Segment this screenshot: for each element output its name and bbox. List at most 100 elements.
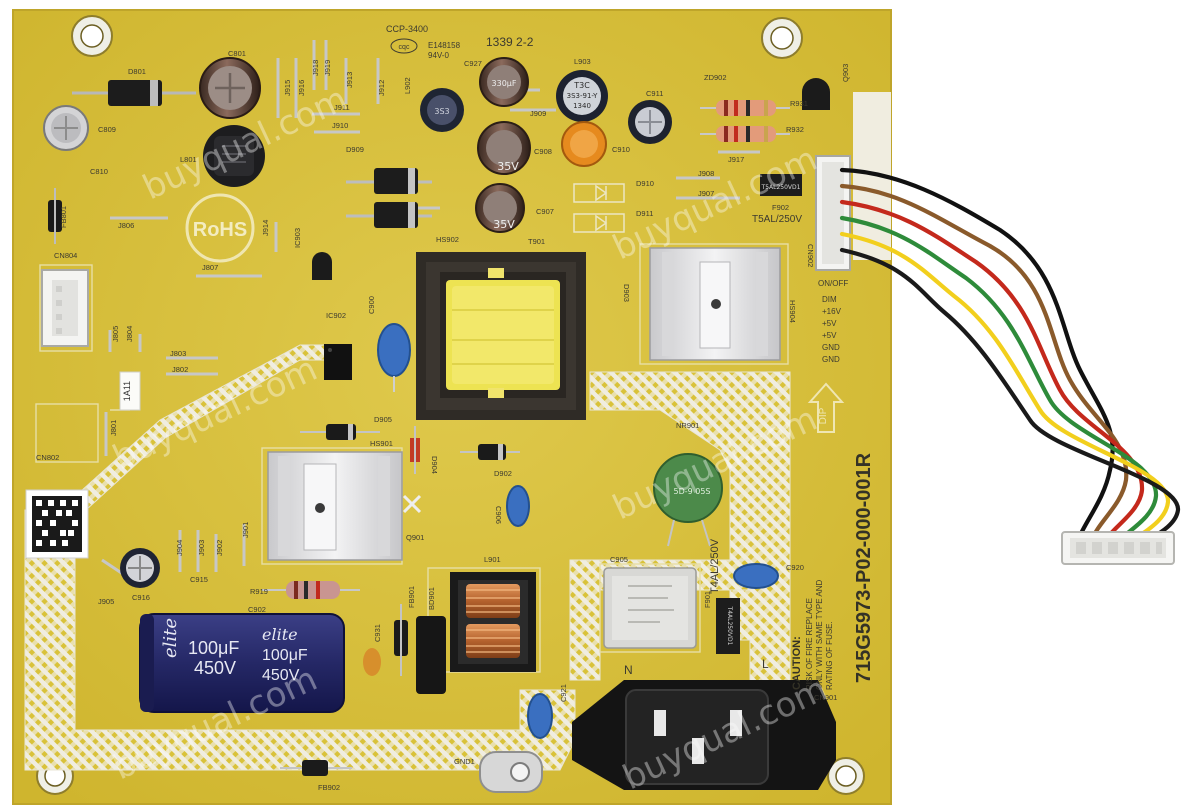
dip-arrow-mark: DIP bbox=[807, 382, 845, 433]
ac-inlet-cn901 bbox=[572, 680, 836, 790]
wire-black-2 bbox=[839, 247, 1181, 543]
svg-text:J907: J907 bbox=[698, 189, 714, 198]
svg-text:GND1: GND1 bbox=[454, 757, 475, 766]
svg-text:C907: C907 bbox=[536, 207, 554, 216]
svg-text:CN804: CN804 bbox=[54, 251, 77, 260]
svg-text:100μF: 100μF bbox=[262, 647, 308, 664]
inductor-l801 bbox=[203, 125, 265, 187]
capacitor-c920 bbox=[733, 563, 779, 589]
svg-text:R931: R931 bbox=[790, 99, 808, 108]
fuse-f902: T5AL250VD1 bbox=[760, 174, 802, 196]
svg-text:5D-9 05S: 5D-9 05S bbox=[673, 487, 710, 496]
svg-text:HS901: HS901 bbox=[370, 439, 393, 448]
svg-text:C931: C931 bbox=[373, 624, 382, 642]
svg-text:J903: J903 bbox=[197, 540, 206, 556]
svg-text:J807: J807 bbox=[202, 263, 218, 272]
wire-black-1 bbox=[839, 167, 1115, 543]
transistor-q903 bbox=[802, 78, 830, 110]
svg-text:+5V: +5V bbox=[822, 319, 837, 328]
diode-d911 bbox=[573, 213, 625, 233]
svg-text:D904: D904 bbox=[430, 456, 439, 474]
transformer-t901 bbox=[416, 252, 586, 420]
svg-text:NR901: NR901 bbox=[676, 421, 699, 430]
svg-text:CN902: CN902 bbox=[806, 244, 815, 267]
svg-text:C902: C902 bbox=[248, 605, 266, 614]
rohs-logo: RoHS bbox=[185, 193, 255, 263]
capacitor-c906 bbox=[506, 485, 530, 527]
svg-text:CN802: CN802 bbox=[36, 453, 59, 462]
diode-d801 bbox=[72, 80, 196, 106]
cqc-logo: cqc bbox=[390, 38, 418, 54]
svg-text:elite: elite bbox=[160, 618, 181, 658]
svg-text:L801: L801 bbox=[180, 155, 197, 164]
svg-text:J805: J805 bbox=[111, 326, 120, 342]
wire-red bbox=[839, 199, 1145, 543]
heatsink-hs901 bbox=[267, 451, 422, 561]
capacitor-c905 bbox=[603, 567, 697, 649]
svg-text:FB801: FB801 bbox=[59, 206, 68, 228]
mounting-hole bbox=[71, 15, 113, 57]
svg-text:J915: J915 bbox=[283, 80, 292, 96]
resistor-r919 bbox=[262, 581, 360, 599]
svg-text:J913: J913 bbox=[345, 72, 354, 88]
svg-text:D909: D909 bbox=[346, 145, 364, 154]
resistor-r932 bbox=[700, 126, 790, 142]
svg-text:3S3-91-Y: 3S3-91-Y bbox=[567, 92, 598, 100]
caution-block: CAUTION: RISK OF FIRE REPLACE ONLY WITH … bbox=[791, 580, 834, 690]
svg-text:L902: L902 bbox=[403, 77, 412, 94]
svg-text:C920: C920 bbox=[786, 563, 804, 572]
capacitor-c801 bbox=[199, 57, 261, 119]
svg-text:J905: J905 bbox=[98, 597, 114, 606]
svg-text:R919: R919 bbox=[250, 587, 268, 596]
ferrite-fb801 bbox=[48, 188, 62, 244]
svg-text:3S3: 3S3 bbox=[434, 107, 449, 116]
svg-text:DIP: DIP bbox=[818, 407, 829, 424]
optocoupler-ic902 bbox=[324, 344, 352, 380]
svg-text:Q901: Q901 bbox=[406, 533, 424, 542]
svg-text:F901: F901 bbox=[703, 591, 712, 608]
svg-text:ONLY WITH SAME TYPE AND: ONLY WITH SAME TYPE AND bbox=[815, 580, 824, 690]
fuse-f901: T4AL250VD1 bbox=[716, 598, 740, 654]
svg-text:D903: D903 bbox=[622, 284, 631, 302]
capacitor-c916 bbox=[120, 548, 160, 588]
svg-text:HS904: HS904 bbox=[788, 300, 797, 323]
svg-text:cqc: cqc bbox=[399, 44, 410, 51]
diode-d910 bbox=[573, 183, 625, 203]
svg-text:C911: C911 bbox=[646, 89, 663, 98]
svg-text:C915: C915 bbox=[190, 575, 208, 584]
svg-text:IC902: IC902 bbox=[326, 311, 346, 320]
svg-text:C908: C908 bbox=[534, 147, 552, 156]
svg-text:J914: J914 bbox=[261, 220, 270, 236]
svg-text:+5V: +5V bbox=[822, 331, 837, 340]
capacitor-c910 bbox=[561, 121, 607, 167]
svg-text:J916: J916 bbox=[297, 80, 306, 96]
svg-text:RISK OF FIRE REPLACE: RISK OF FIRE REPLACE bbox=[805, 598, 814, 690]
wire-green bbox=[839, 215, 1159, 543]
svg-text:ZD902: ZD902 bbox=[704, 73, 727, 82]
svg-text:T3C: T3C bbox=[573, 81, 590, 90]
board-part-number: 715G5973-P02-000-001R bbox=[853, 452, 875, 683]
svg-text:35V: 35V bbox=[497, 160, 519, 173]
diode-d904 bbox=[410, 426, 420, 474]
svg-text:J801: J801 bbox=[109, 420, 118, 436]
svg-text:450V: 450V bbox=[262, 667, 300, 684]
wire-brown bbox=[839, 183, 1129, 543]
svg-text:J912: J912 bbox=[377, 80, 386, 96]
harness-connector bbox=[1061, 531, 1175, 565]
ferrite-fb902 bbox=[280, 760, 352, 776]
ul-file-number: E148158 bbox=[428, 41, 461, 50]
svg-text:C910: C910 bbox=[612, 145, 630, 154]
svg-text:RATING OF FUSE.: RATING OF FUSE. bbox=[825, 621, 834, 690]
svg-text:1340: 1340 bbox=[573, 102, 591, 110]
svg-text:C906: C906 bbox=[494, 506, 503, 524]
svg-text:D801: D801 bbox=[128, 67, 146, 76]
fuse-rating-primary: T4AL/250V bbox=[709, 538, 721, 594]
capacitor-c908: 35V bbox=[477, 121, 531, 175]
connector-cn804 bbox=[41, 269, 89, 347]
date-code: 1339 2-2 bbox=[486, 35, 534, 49]
diode-d902 bbox=[460, 444, 520, 460]
svg-text:J910: J910 bbox=[332, 121, 348, 130]
svg-text:J804: J804 bbox=[125, 326, 134, 342]
silkscreen-header-text: CCP-3400 E148158 94V-0 1339 2-2 cqc bbox=[386, 24, 534, 60]
svg-text:D910: D910 bbox=[636, 179, 654, 188]
